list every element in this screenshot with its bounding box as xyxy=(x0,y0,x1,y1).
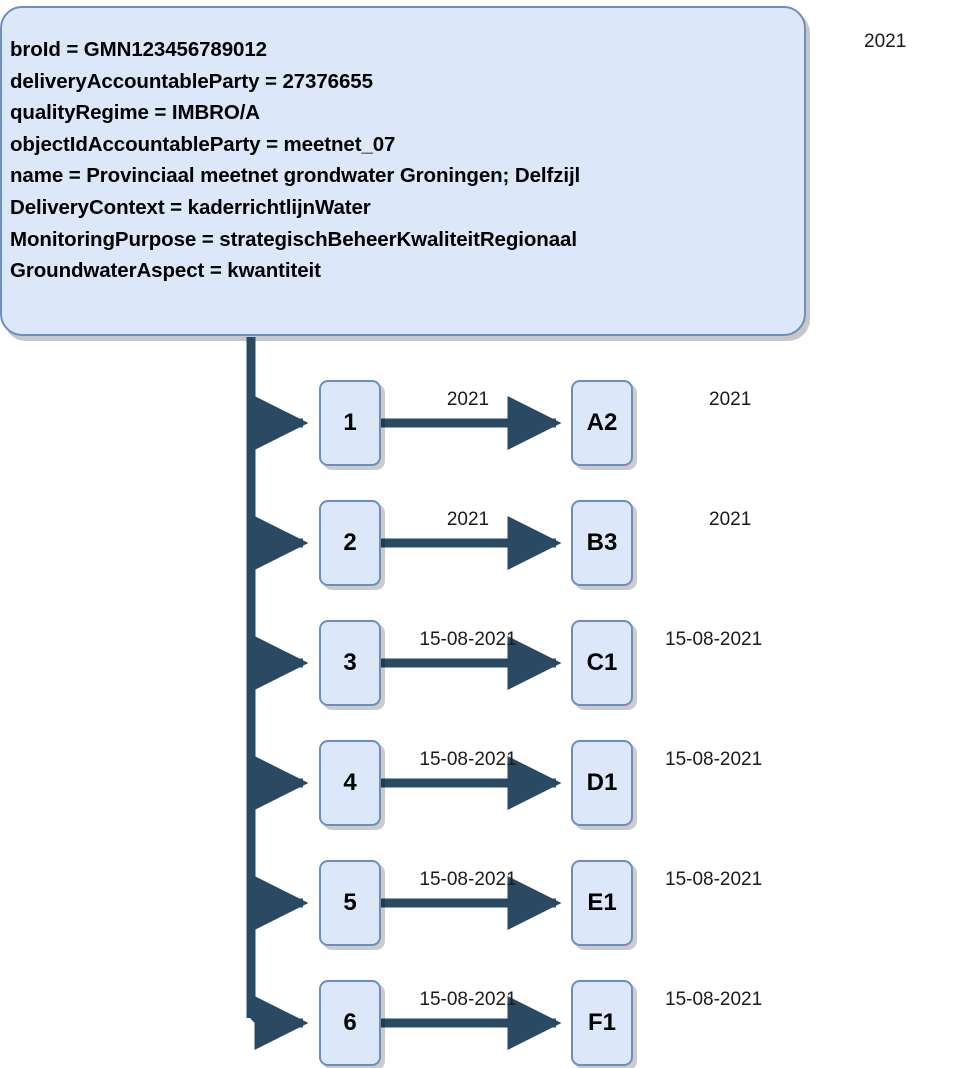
monitoring-network-attribute-card[interactable]: broId = GMN123456789012 deliveryAccounta… xyxy=(0,6,806,336)
source-node-1[interactable]: 1 xyxy=(319,380,381,466)
header-year-label: 2021 xyxy=(864,31,907,52)
source-node-5[interactable]: 5 xyxy=(319,860,381,946)
source-node-6[interactable]: 6 xyxy=(319,980,381,1066)
row-label-3: 15-08-2021 xyxy=(665,629,763,650)
edge-label-1: 2021 xyxy=(446,389,490,410)
attribute-line-groundwateraspect: GroundwaterAspect = kwantiteit xyxy=(10,259,321,283)
attribute-line-broid: broId = GMN123456789012 xyxy=(10,38,267,61)
attribute-line-deliverycontext: DeliveryContext = kaderrichtlijnWater xyxy=(10,195,371,219)
source-node-2[interactable]: 2 xyxy=(319,500,381,586)
target-node-4[interactable]: D1 xyxy=(571,740,633,826)
row-label-6: 15-08-2021 xyxy=(665,989,763,1010)
edge-label-2: 2021 xyxy=(446,509,490,530)
edge-label-5: 15-08-2021 xyxy=(419,869,517,890)
row-label-4: 15-08-2021 xyxy=(665,749,763,770)
branch-connectors xyxy=(246,396,309,1050)
edge-label-4: 15-08-2021 xyxy=(419,749,517,770)
source-node-3[interactable]: 3 xyxy=(319,620,381,706)
attribute-line-qualityregime: qualityRegime = IMBRO/A xyxy=(10,101,261,125)
row-label-1: 2021 xyxy=(709,389,752,410)
target-node-2[interactable]: B3 xyxy=(571,500,633,586)
row-label-2: 2021 xyxy=(709,509,752,530)
source-node-4[interactable]: 4 xyxy=(319,740,381,826)
target-node-5[interactable]: E1 xyxy=(571,860,633,946)
edge-label-6: 15-08-2021 xyxy=(419,989,517,1010)
attribute-line-name: name = Provinciaal meetnet grondwater Gr… xyxy=(10,164,581,188)
target-node-1[interactable]: A2 xyxy=(571,380,633,466)
attribute-line-deliveryaccountableparty: deliveryAccountableParty = 27376655 xyxy=(10,69,373,93)
edge-label-3: 15-08-2021 xyxy=(419,629,517,650)
attribute-line-monitoringpurpose: MonitoringPurpose = strategischBeheerKwa… xyxy=(10,227,577,251)
attribute-list: broId = GMN123456789012 deliveryAccounta… xyxy=(10,34,794,287)
attribute-line-objectidaccountableparty: objectIdAccountableParty = meetnet_07 xyxy=(10,132,396,156)
target-node-3[interactable]: C1 xyxy=(571,620,633,706)
target-node-6[interactable]: F1 xyxy=(571,980,633,1066)
row-label-5: 15-08-2021 xyxy=(665,869,763,890)
